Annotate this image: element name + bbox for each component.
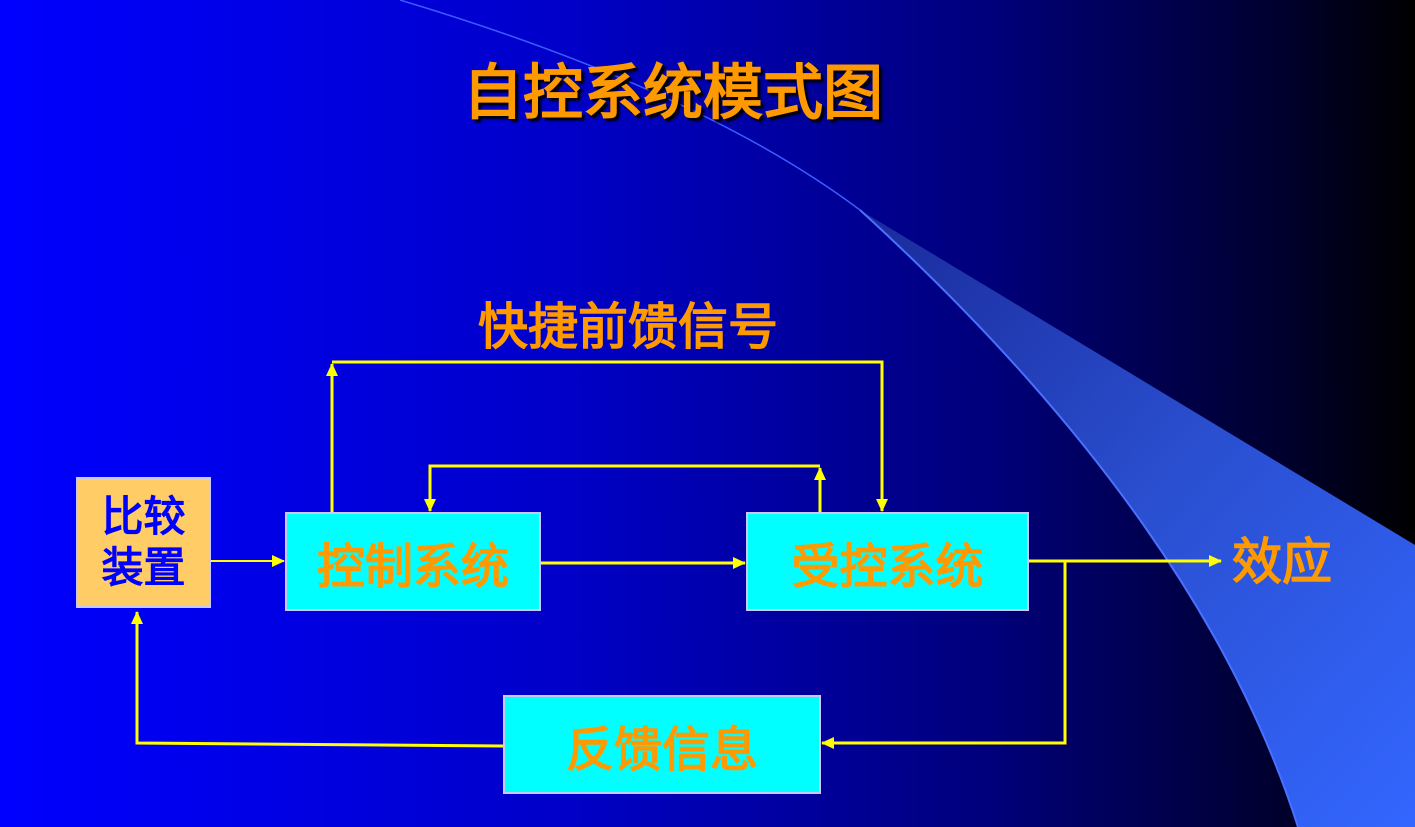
control-system-label: 控制系统 bbox=[316, 538, 509, 595]
controlled-system-label: 受控系统 bbox=[791, 538, 984, 595]
control-system-box: 控制系统 bbox=[285, 512, 541, 611]
comparator-box: 比较 装置 bbox=[76, 477, 211, 608]
feedforward-label: 快捷前馈信号 bbox=[478, 298, 778, 356]
comparator-label-line2: 装置 bbox=[101, 542, 186, 592]
effect-label: 效应 bbox=[1232, 533, 1332, 591]
arrow-feedback-to-comparator bbox=[131, 611, 504, 748]
arrow-feedback-down bbox=[821, 559, 1067, 749]
feedback-info-box: 反馈信息 bbox=[503, 695, 821, 794]
page-title: 自控系统模式图 bbox=[463, 58, 883, 129]
background-swoosh bbox=[860, 210, 1415, 827]
comparator-label-line1: 比较 bbox=[101, 492, 186, 542]
background-arc-line bbox=[399, 0, 861, 211]
arrow-inner-path bbox=[424, 464, 820, 512]
feedback-info-label: 反馈信息 bbox=[565, 721, 758, 778]
controlled-system-box: 受控系统 bbox=[746, 512, 1029, 611]
arrow-feedforward-path bbox=[332, 360, 888, 512]
